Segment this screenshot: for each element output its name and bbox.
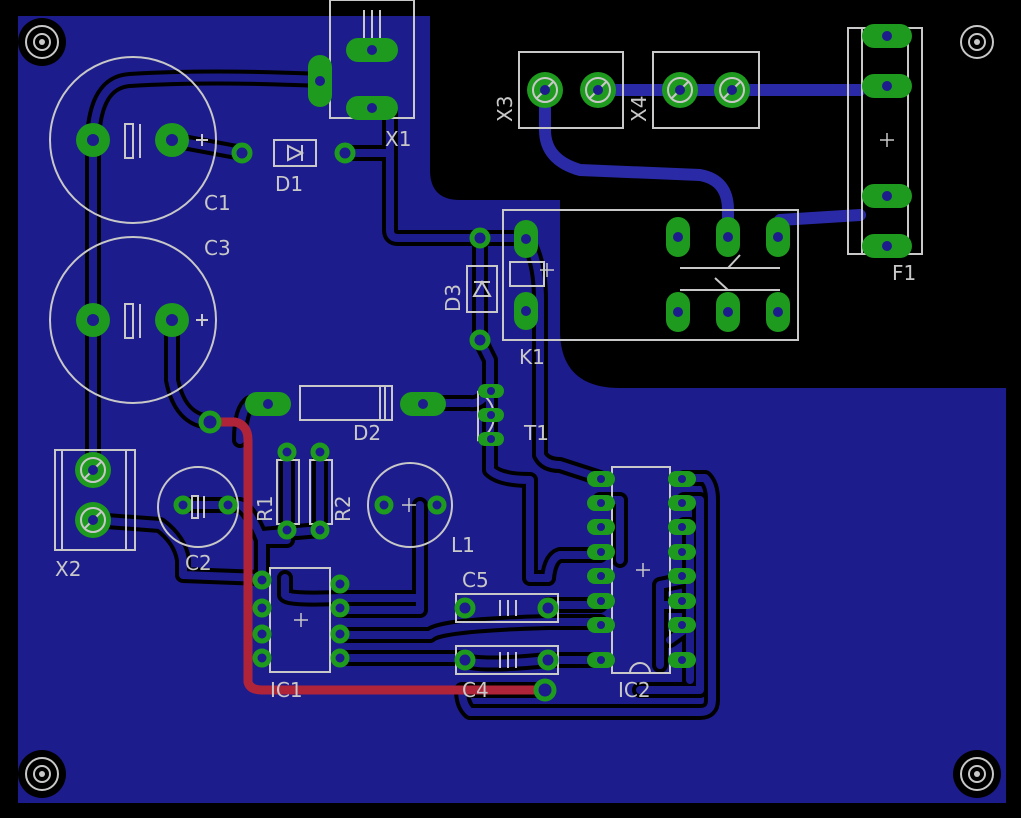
mounting-hole-icon [18,18,1001,798]
label-d1: D1 [275,172,303,196]
label-x2: X2 [55,557,81,581]
label-c2: C2 [185,551,212,575]
through-hole-pads [173,142,559,702]
top-layer-trace [210,417,545,695]
label-x1: X1 [385,127,411,151]
label-r2: R2 [331,495,355,522]
label-ic2: IC2 [618,678,651,702]
label-f1: F1 [892,261,916,285]
screw-terminal-icon [75,72,750,538]
electrolytic-capacitor-icon [124,123,208,519]
label-c3: C3 [204,236,231,260]
designator-labels: X1 D1 C1 C3 X3 X4 F1 D3 K1 D2 T1 R1 R2 L… [55,96,916,702]
label-c4: C4 [462,678,489,702]
label-c1: C1 [204,191,231,215]
label-x3: X3 [493,96,517,122]
pad-drills [87,31,892,664]
film-capacitor-icon [499,600,517,668]
label-d3: D3 [441,284,465,312]
diode-icon [287,144,492,420]
label-r1: R1 [253,495,277,522]
origin-markers [294,133,894,627]
label-k1: K1 [519,345,545,369]
label-t1: T1 [523,421,549,445]
label-ic1: IC1 [270,678,303,702]
label-d2: D2 [353,421,381,445]
label-c5: C5 [462,568,489,592]
label-l1: L1 [451,533,475,557]
label-x4: X4 [627,96,651,122]
